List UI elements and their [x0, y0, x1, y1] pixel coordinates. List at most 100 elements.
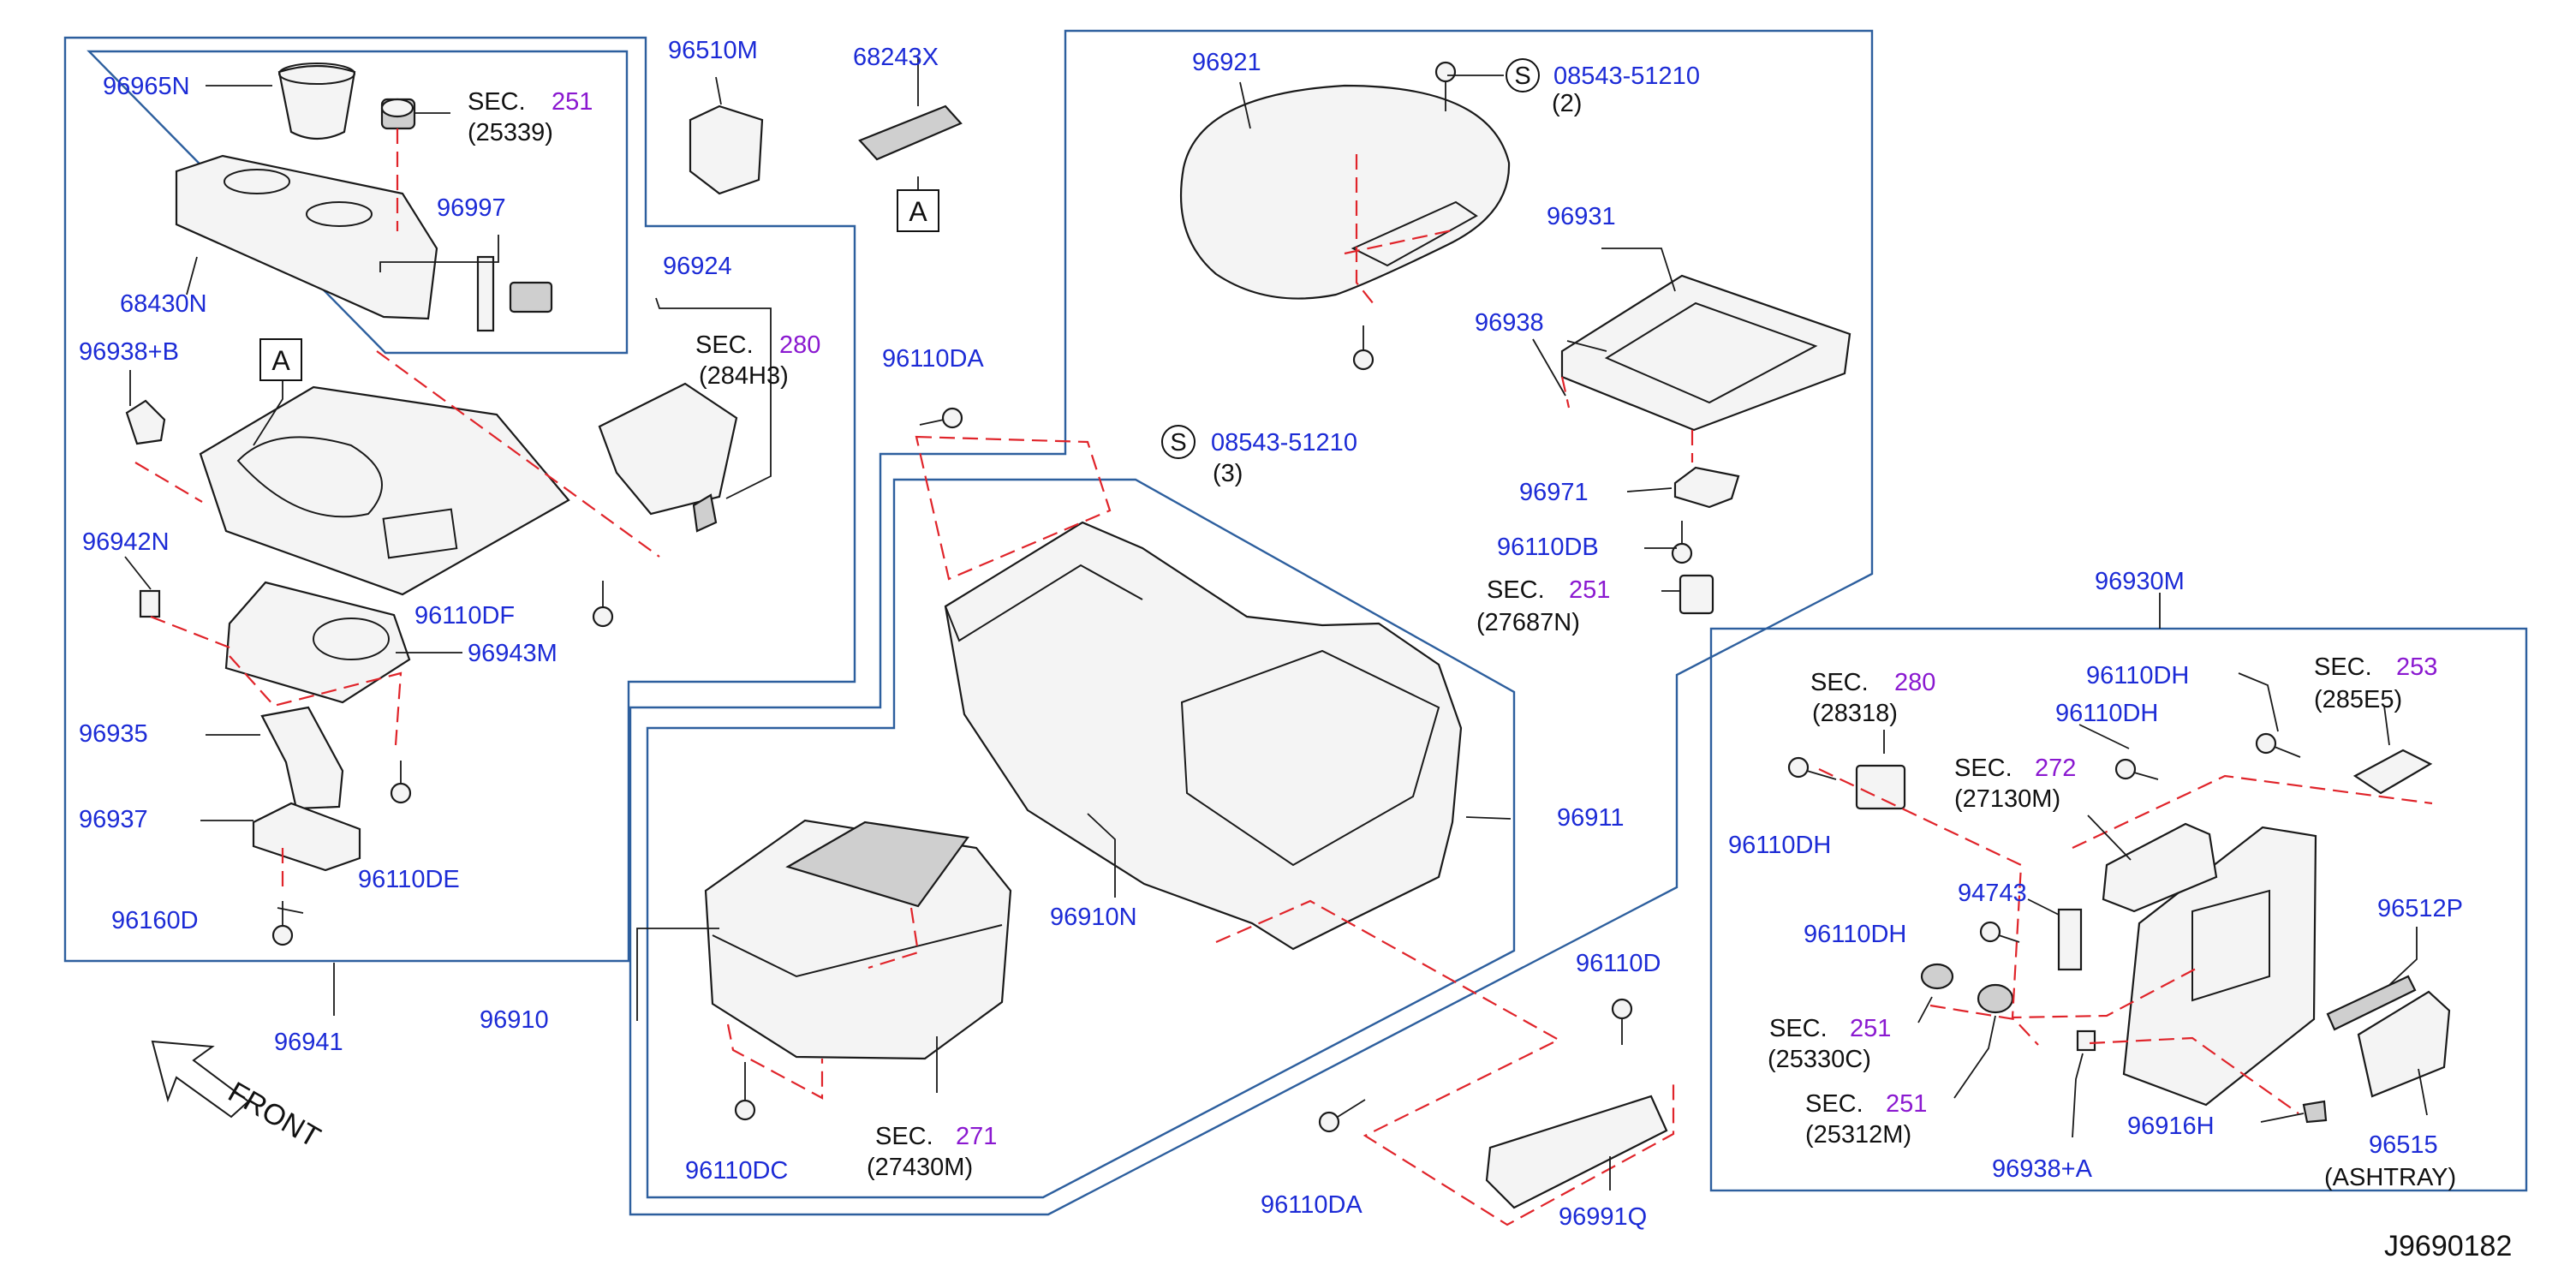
screw-icon-08543-upper [1434, 61, 1457, 111]
storage-box-icon [704, 819, 1012, 1060]
cup-insert-icon [277, 63, 356, 140]
section-ref-code: (25339) [468, 119, 553, 146]
label-96110DB: 96110DB [1497, 534, 1599, 561]
label-96515: 96515 [2369, 1131, 2438, 1159]
screw-icon-96110D [1611, 998, 1633, 1045]
bracket-icon [139, 589, 161, 618]
screw-icon-96110DE [390, 761, 412, 804]
label-96110DE: 96110DE [358, 866, 460, 893]
section-ref-25330C: SEC. 251 (25330C) [1768, 1015, 1891, 1073]
label-96971: 96971 [1519, 479, 1589, 506]
label-96110DH-lower: 96110DH [1804, 921, 1906, 948]
frame-left-group [63, 36, 856, 963]
section-ref-27687N: SEC. 251 (27687N) [1476, 576, 1610, 636]
label-96931: 96931 [1547, 203, 1616, 230]
ref-box-a-left: A [259, 338, 302, 381]
label-96160D: 96160D [111, 907, 199, 934]
front-label: FRONT [223, 1076, 325, 1154]
label-96943M: 96943M [468, 640, 558, 667]
section-ref-code: (27430M) [867, 1154, 973, 1181]
clip-icon [125, 399, 166, 445]
section-prefix: SEC. [695, 331, 754, 359]
section-ref-28318: SEC. 280 (28318) [1810, 669, 1935, 727]
group-leader-lines [124, 57, 2428, 1190]
usb-port-icon [1855, 764, 1906, 810]
diagram-code: J9690182 [2384, 1230, 2512, 1262]
section-ref-code: (27130M) [1954, 785, 2060, 813]
screw-icon-96110DC [734, 1062, 756, 1121]
boot-icon [260, 706, 344, 810]
label-96935: 96935 [79, 720, 148, 748]
screw-marker-upper: S [1506, 58, 1540, 92]
label-96942N: 96942N [82, 528, 170, 556]
label-96938A: 96938+A [1992, 1155, 2093, 1183]
section-prefix: SEC. [1805, 1090, 1863, 1118]
section-ref-284H3: SEC. 280 (284H3) [695, 331, 820, 390]
label-qty-2: (2) [1552, 90, 1582, 117]
label-96110DF: 96110DF [414, 602, 515, 630]
label-96997: 96997 [437, 194, 506, 222]
label-96110DC: 96110DC [685, 1157, 788, 1184]
section-number: 280 [1894, 669, 1935, 696]
label-96110DH-mid: 96110DH [2055, 700, 2158, 727]
screw-icon-96110DH-2 [2114, 758, 2159, 780]
label-96110DA-lower: 96110DA [1261, 1191, 1363, 1219]
label-08543-lower: 08543-51210 [1211, 429, 1357, 456]
armrest-switch-icon [1673, 466, 1740, 509]
section-ref-25339: SEC. 251 (25339) [468, 88, 593, 146]
label-94743: 94743 [1958, 880, 2027, 907]
console-tray-icon [175, 154, 438, 320]
section-prefix: SEC. [468, 88, 526, 116]
screw-icon-96110DB [1671, 521, 1693, 564]
screw-marker-lower: S [1161, 425, 1196, 459]
console-finisher-icon [199, 385, 570, 596]
section-ref-285E5: SEC. 253 (285E5) [2314, 653, 2437, 713]
label-ashtray: (ASHTRAY) [2324, 1164, 2456, 1191]
label-96110DA-upper: 96110DA [882, 345, 984, 373]
group-section-refs: SEC. 251 (25339) SEC. 280 (284H3) SEC. 2… [468, 88, 2437, 1181]
label-68243X: 68243X [853, 44, 939, 71]
section-number: 272 [2035, 755, 2076, 782]
label-96110D: 96110D [1576, 950, 1661, 977]
section-ref-25312M: SEC. 251 (25312M) [1805, 1090, 1927, 1149]
section-number: 253 [2396, 653, 2437, 681]
front-arrow-icon [151, 1040, 250, 1119]
power-socket-icon [1920, 963, 2014, 1014]
label-96911: 96911 [1557, 804, 1625, 832]
frame-console-body [646, 478, 1516, 1199]
ref-box-a-right: A [897, 189, 939, 232]
screw-icon-96110DA-upper [919, 407, 963, 429]
hvac-control-icon [2102, 822, 2218, 913]
section-prefix: SEC. [1769, 1015, 1828, 1042]
screw-icon-96110DH-1 [1787, 756, 1837, 780]
section-ref-code: (285E5) [2314, 686, 2402, 713]
switch-icon [476, 255, 553, 332]
label-96910: 96910 [480, 1006, 549, 1034]
label-96930M: 96930M [2095, 568, 2185, 595]
emblem-icon [858, 104, 963, 161]
ashtray-icon [2357, 990, 2451, 1098]
section-ref-code: (284H3) [699, 362, 789, 390]
label-96110DH-left: 96110DH [1728, 832, 1831, 859]
section-prefix: SEC. [1954, 755, 2012, 782]
section-number: 271 [956, 1123, 997, 1150]
section-prefix: SEC. [1810, 669, 1869, 696]
sensor-icon [2352, 749, 2433, 795]
section-prefix: SEC. [2314, 653, 2372, 681]
bin-icon [598, 382, 738, 533]
socket-icon [380, 98, 450, 130]
section-number: 251 [1850, 1015, 1891, 1042]
connector-icon [2057, 908, 2083, 971]
group-illustrations [125, 61, 2451, 1209]
armrest-base-icon [1560, 274, 1852, 432]
group-part-labels: 96965N 68430N 96938+B 96942N 96935 96937… [79, 37, 2463, 1231]
console-body-icon [944, 521, 1463, 951]
clip-96510M-icon [689, 104, 764, 195]
bracket-lower-icon [252, 802, 361, 872]
label-08543-upper: 08543-51210 [1553, 63, 1700, 90]
frame-armrest-group [629, 29, 1874, 1216]
label-96938B: 96938+B [79, 338, 179, 366]
group-frames [63, 29, 2528, 1216]
section-ref-code: (28318) [1812, 700, 1898, 727]
